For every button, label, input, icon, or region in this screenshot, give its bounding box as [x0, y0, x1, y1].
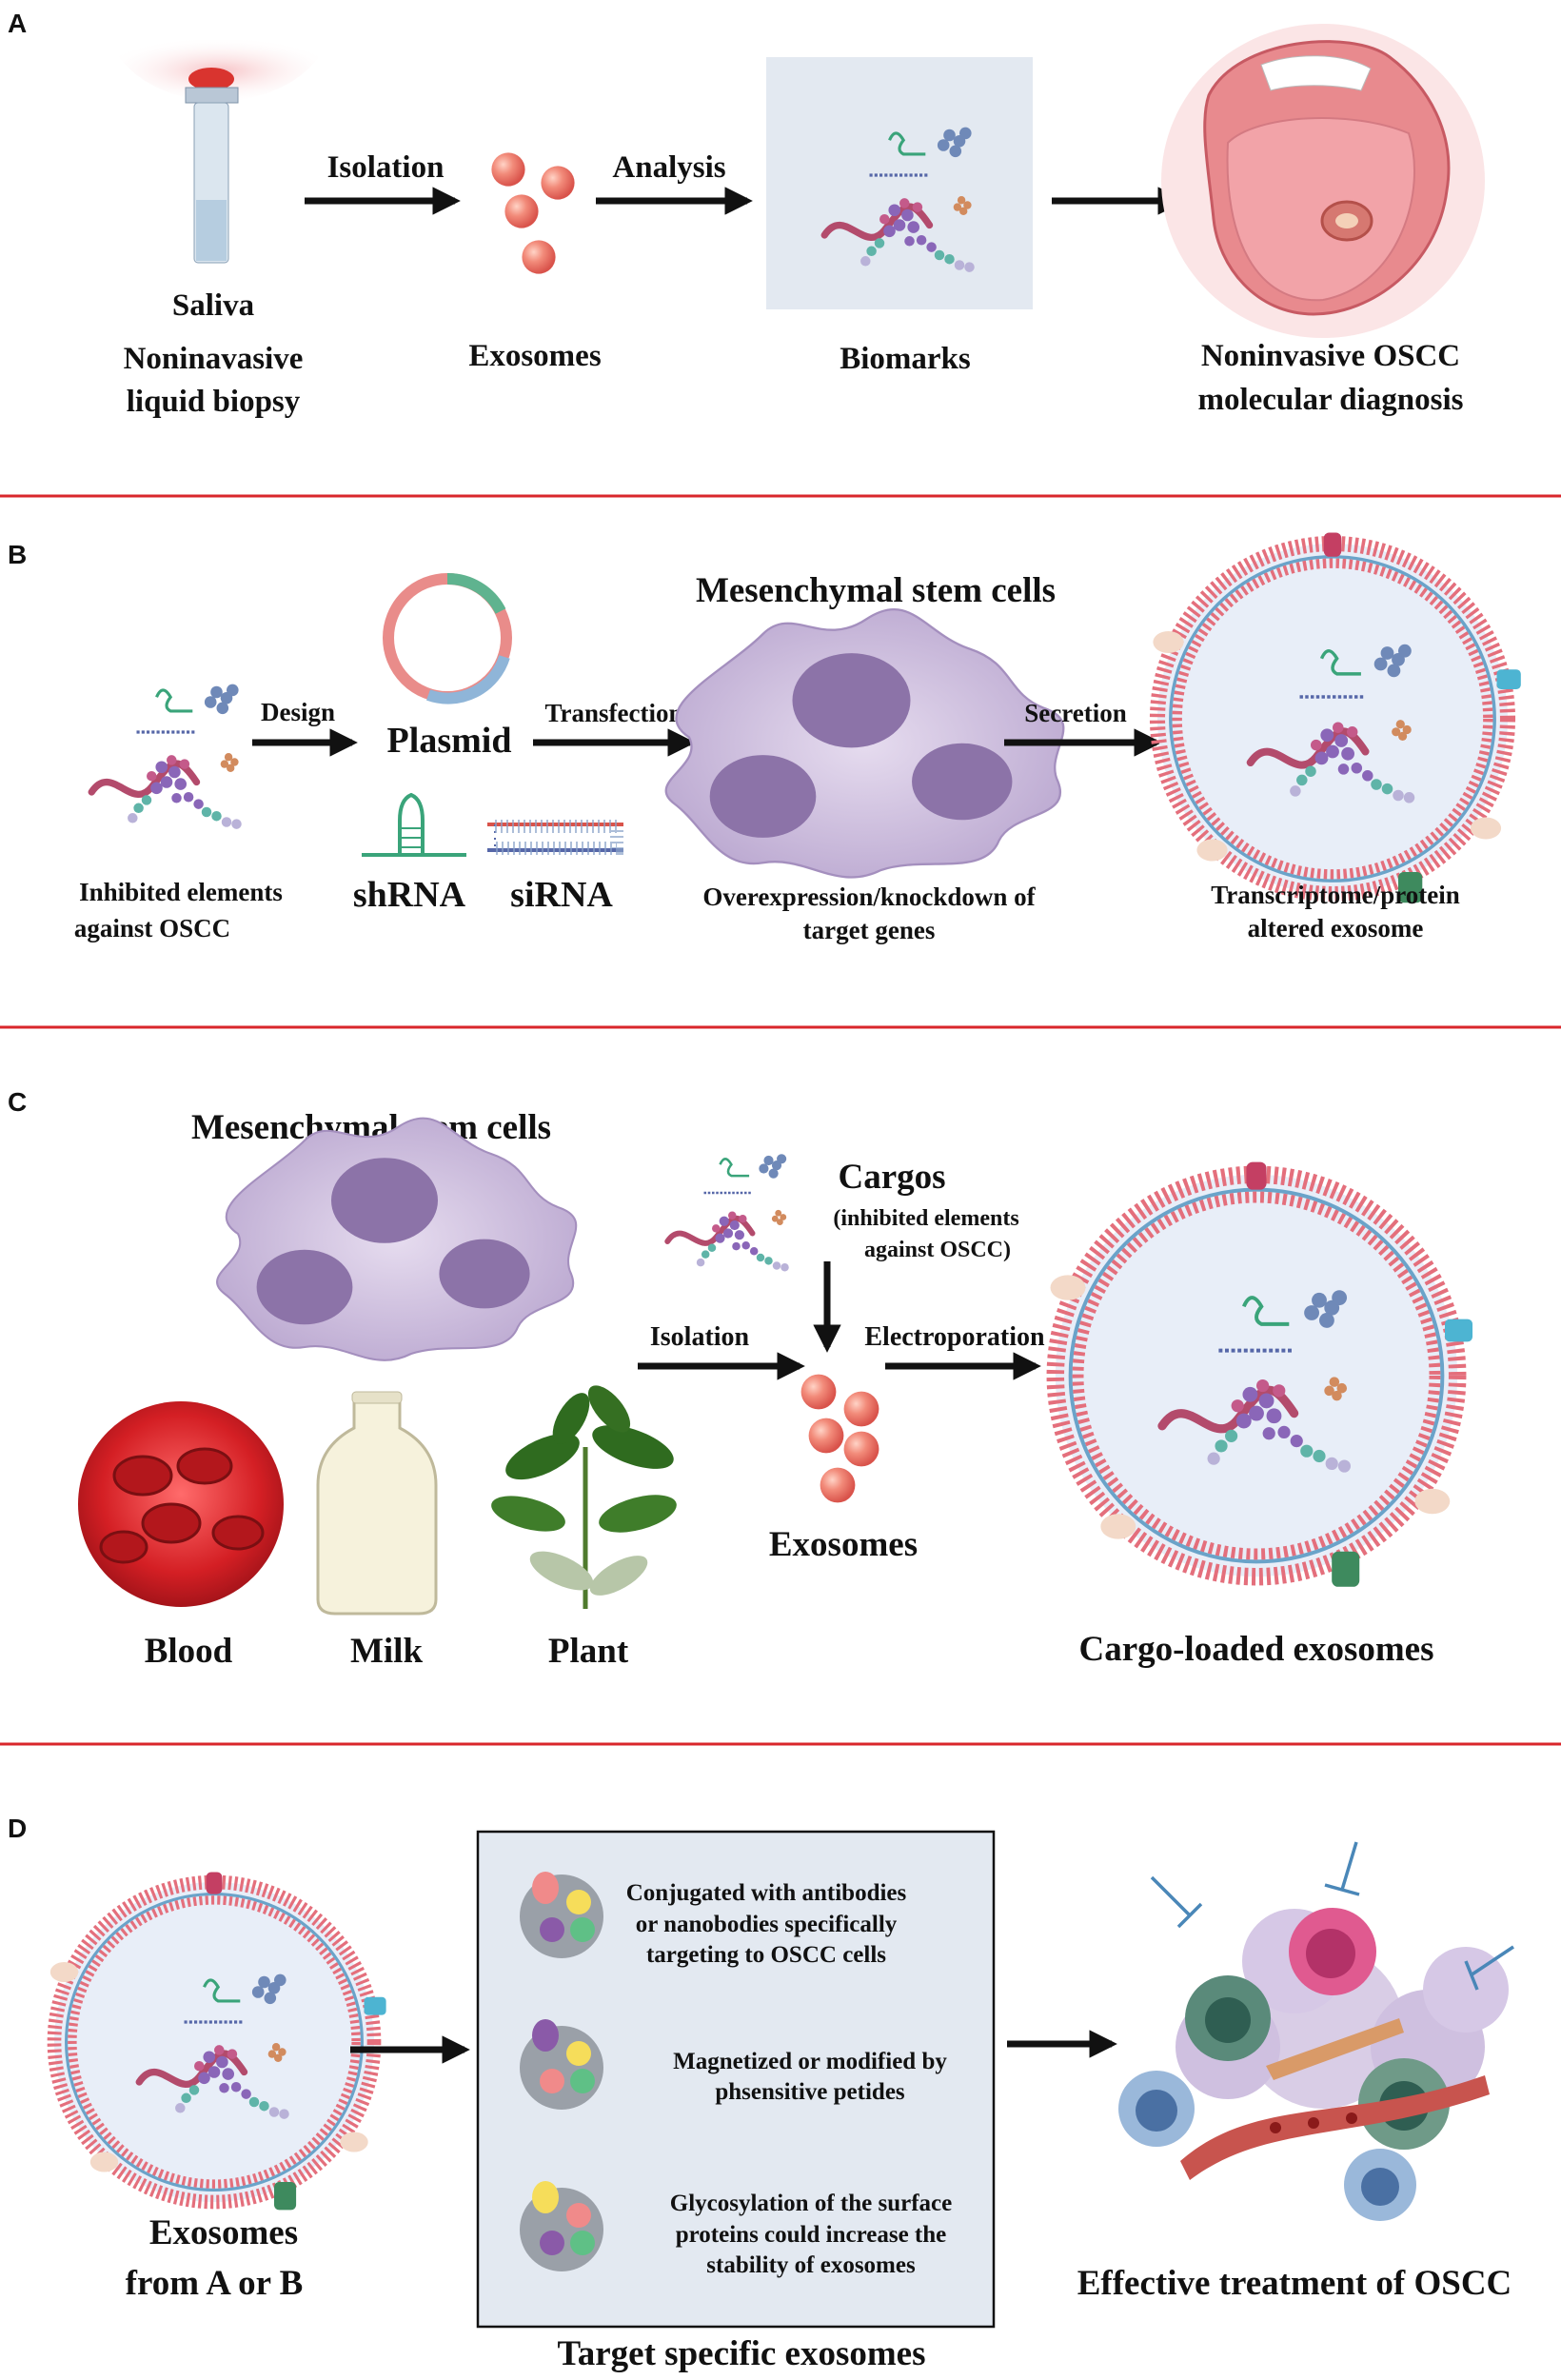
isolation-label-c: Isolation	[650, 1322, 750, 1352]
target-item-2-icon	[520, 2019, 603, 2110]
biomarks-label: Biomarks	[840, 342, 971, 376]
msc-title-b: Mesenchymal stem cells	[696, 571, 1056, 610]
blood-illustration	[78, 1401, 284, 1607]
target-box-title: Target specific exosomes	[557, 2334, 925, 2373]
item3-line1: Glycosylation of the surface	[670, 2191, 952, 2216]
isolation-label-a: Isolation	[327, 150, 445, 185]
saliva-collector-illustration	[109, 40, 328, 264]
item1-line1: Conjugated with antibodies	[626, 1880, 907, 1906]
cargo-loaded-label: Cargo-loaded exosomes	[1078, 1630, 1433, 1669]
item3-line2: proteins could increase the	[676, 2222, 947, 2248]
biomarker-panel-illustration	[766, 57, 1033, 309]
panel-b-letter: B	[8, 540, 27, 569]
secretion-label: Secretion	[1024, 699, 1126, 727]
saliva-label: Saliva	[172, 288, 254, 323]
msc-cells-c	[215, 1117, 578, 1361]
cargo-molecules-illustration	[667, 1154, 789, 1271]
milk-label: Milk	[350, 1632, 423, 1671]
transfection-label: Transfection	[545, 699, 683, 727]
plasmid-label: Plasmid	[387, 721, 512, 761]
inhibition-markers	[1150, 1841, 1514, 1991]
plant-illustration	[491, 1385, 677, 1609]
electroporation-label: Electroporation	[864, 1322, 1045, 1352]
noninvasive-biopsy-line1: Noninavasive	[124, 342, 304, 376]
diagnosis-label-line2: molecular diagnosis	[1197, 383, 1463, 417]
noninvasive-biopsy-line2: liquid biopsy	[127, 385, 301, 419]
item2-line1: Magnetized or modified by	[673, 2049, 947, 2074]
effective-treatment-label: Effective treatment of OSCC	[1077, 2264, 1512, 2303]
blood-label: Blood	[145, 1632, 233, 1671]
cargos-sub-line1: (inhibited elements	[833, 1206, 1018, 1231]
msc-cells-b	[664, 607, 1065, 879]
overexpression-label-line1: Overexpression/knockdown of	[702, 883, 1036, 911]
altered-exosome-label-line1: Transcriptome/protein	[1211, 881, 1459, 909]
diagnosis-label-line1: Noninvasive OSCC	[1201, 339, 1460, 373]
item3-line3: stability of exosomes	[706, 2252, 916, 2278]
item1-line3: targeting to OSCC cells	[646, 1942, 886, 1968]
panel-b: B Mesenchymal stem cells Design Plasmid …	[8, 533, 1521, 944]
analysis-label: Analysis	[612, 150, 725, 185]
altered-exosome-illustration	[1153, 533, 1520, 903]
milk-illustration	[316, 1391, 438, 1616]
target-item-3-icon	[520, 2181, 603, 2271]
tumor-cells-illustration	[1118, 1908, 1509, 2221]
exosomes-label-a: Exosomes	[468, 339, 601, 373]
exosomes-from-label-line2: from A or B	[126, 2264, 304, 2303]
exosome-cluster-c	[800, 1374, 879, 1503]
altered-exosome-label-line2: altered exosome	[1248, 914, 1424, 942]
design-label: Design	[261, 698, 335, 726]
panel-a: A Isolation Analysis	[8, 9, 1485, 419]
inhibited-label-line2: against OSCC	[74, 914, 230, 942]
target-item-1-icon	[520, 1872, 603, 1958]
overexpression-label-line2: target genes	[803, 916, 936, 944]
exosomes-label-c: Exosomes	[769, 1525, 918, 1564]
inhibited-label-line1: Inhibited elements	[79, 878, 283, 906]
sirna-label: siRNA	[510, 875, 613, 915]
panel-d-letter: D	[8, 1814, 27, 1843]
item2-line2: phsensitive petides	[715, 2079, 905, 2105]
cargos-label: Cargos	[838, 1158, 945, 1197]
inhibition-icon	[1150, 1875, 1203, 1929]
shrna-label: shRNA	[353, 875, 466, 915]
oral-lesion-illustration	[1161, 24, 1485, 338]
sirna-duplex-icon	[487, 820, 623, 855]
cargos-sub-line2: against OSCC)	[864, 1238, 1011, 1262]
panel-a-letter: A	[8, 9, 27, 38]
plasmid-icon	[383, 572, 512, 704]
inhibition-icon	[1464, 1945, 1514, 1991]
exosome-cluster-a	[491, 152, 575, 274]
cargo-loaded-exosome-illustration	[1051, 1162, 1473, 1587]
exosome-from-a-or-b-illustration	[50, 1873, 386, 2211]
inhibited-elements-illustration	[91, 684, 242, 829]
panel-d: D Exosomes from A or B Conjugated with a…	[8, 1814, 1514, 2373]
panel-c: C Mesenchymal stem cells Cargos	[8, 1087, 1472, 1671]
inhibition-icon	[1324, 1841, 1360, 1896]
shrna-hairpin-icon	[362, 792, 466, 857]
item1-line2: or nanobodies specifically	[636, 1912, 898, 1937]
plant-label: Plant	[548, 1632, 629, 1671]
exosomes-from-label-line1: Exosomes	[149, 2213, 298, 2252]
panel-c-letter: C	[8, 1087, 27, 1117]
